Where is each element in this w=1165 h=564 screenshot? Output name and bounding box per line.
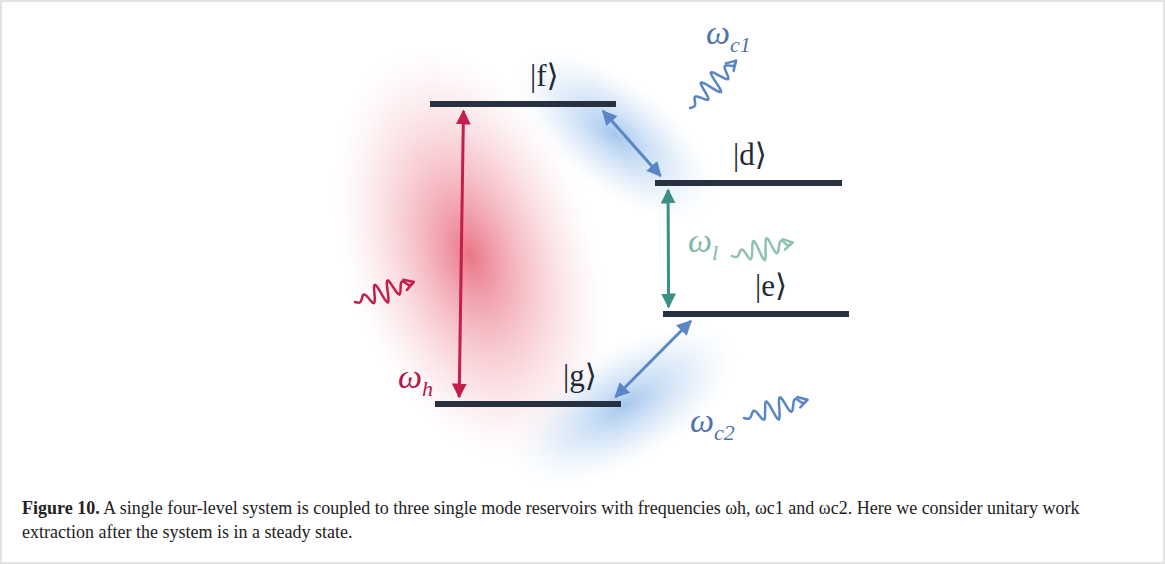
energy-level: |d⟩ — [655, 138, 842, 186]
level-label: |f⟩ — [530, 59, 559, 93]
photon-arrowhead — [797, 397, 807, 407]
level-label: |e⟩ — [755, 269, 787, 303]
level-label: |d⟩ — [733, 138, 767, 172]
transition-arrow — [615, 321, 690, 397]
photon-wave — [690, 61, 736, 108]
energy-level: |e⟩ — [663, 269, 849, 317]
transition-arrow — [603, 111, 661, 176]
frequency-label: ωl — [688, 222, 718, 272]
frequency-label: ωc2 — [690, 402, 735, 452]
photon-arrowhead — [403, 280, 413, 290]
transition-arrow — [459, 111, 463, 397]
photon-wave — [732, 238, 793, 260]
cold-reservoir-glow — [487, 18, 744, 252]
energy-level: |g⟩ — [435, 359, 621, 407]
frequency-label: ωh — [398, 358, 433, 408]
photon-wave — [355, 281, 414, 304]
energy-level: |f⟩ — [430, 59, 616, 107]
transition-arrow — [667, 190, 670, 307]
photon-wave — [744, 398, 807, 420]
level-label: |g⟩ — [563, 359, 597, 393]
photon-arrowhead — [726, 61, 736, 71]
frequency-label: ωc1 — [706, 14, 751, 64]
photon-arrowhead — [783, 239, 793, 250]
figure-caption: Figure 10. A single four-level system is… — [22, 496, 1142, 544]
